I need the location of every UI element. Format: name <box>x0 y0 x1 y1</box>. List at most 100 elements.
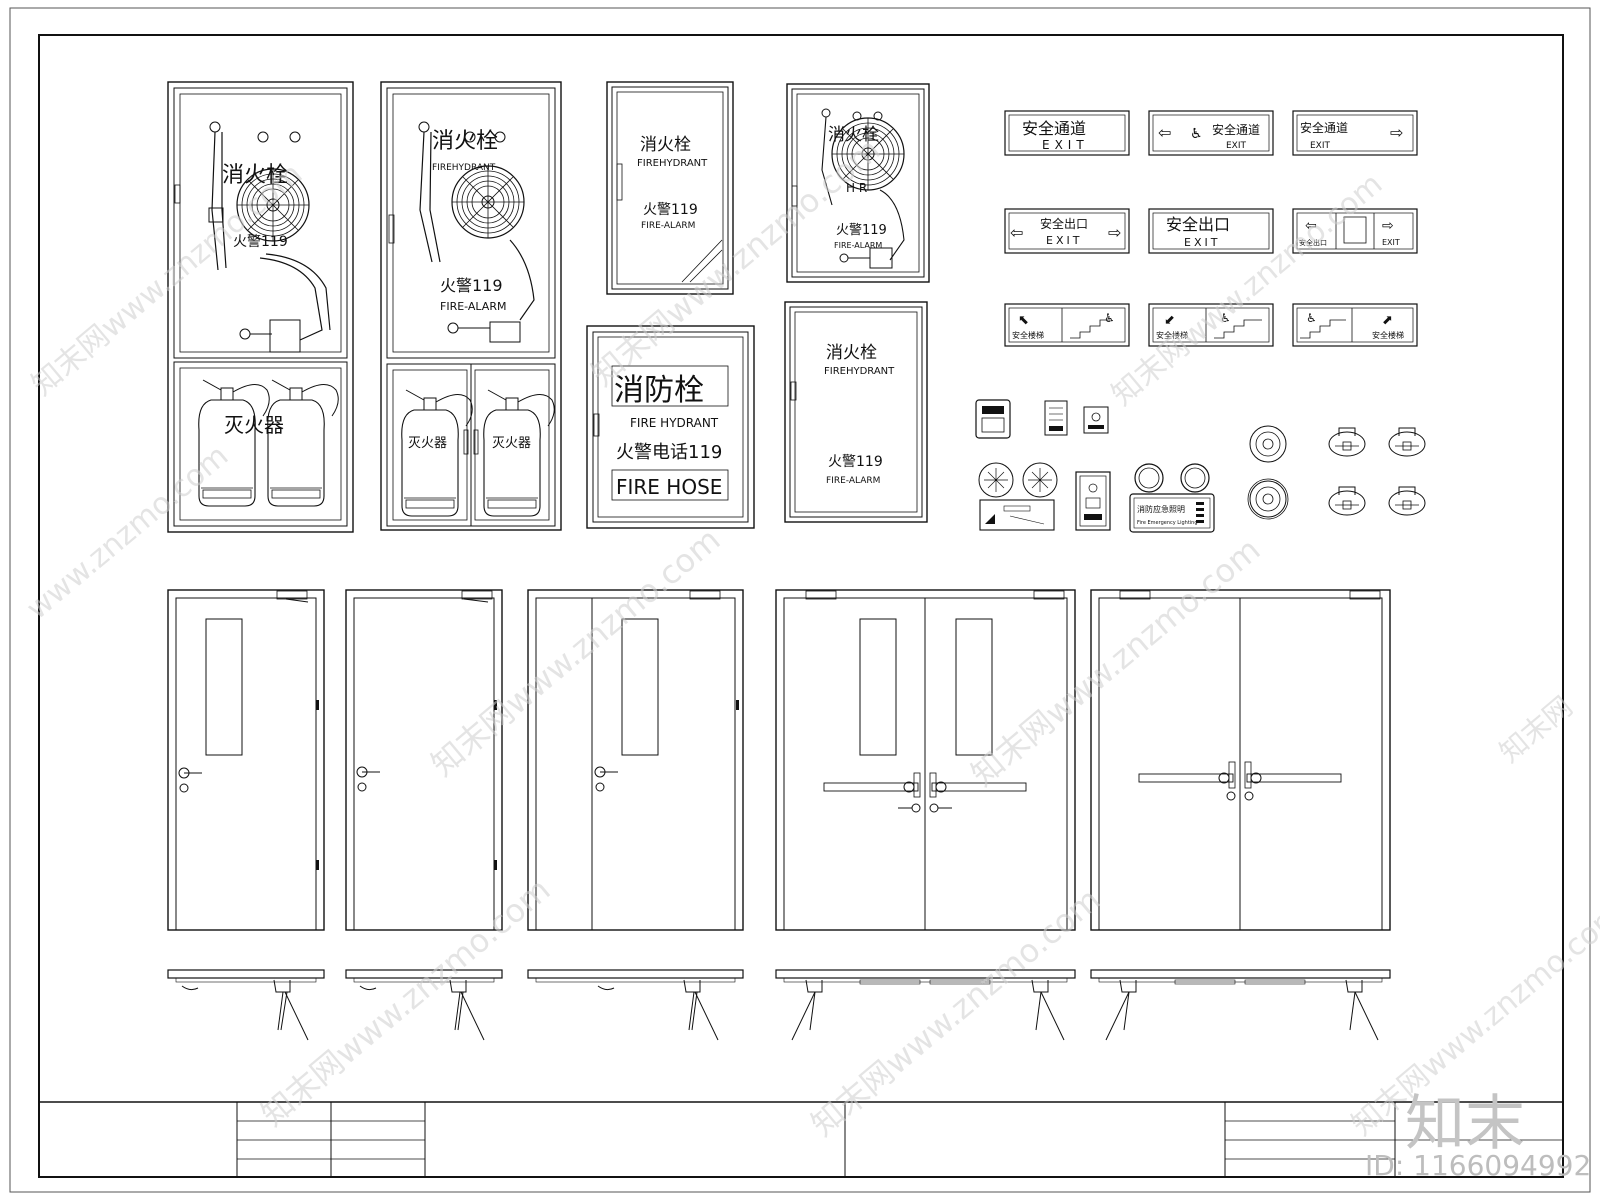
svg-text:⇨: ⇨ <box>1108 223 1121 242</box>
c5-en: FIRE HYDRANT <box>630 416 719 430</box>
door-1-single-with-vision-panel <box>167 589 325 931</box>
fire-doors <box>167 589 1391 931</box>
exit-sign-6: ⇦ 安全出口 ⇨ EXIT <box>1292 208 1418 254</box>
s2-cn: 安全通道 <box>1212 122 1260 137</box>
c3-alarm-label: 火警119 <box>643 202 698 218</box>
exit-signs: 安全通道 EXIT ⇦ ♿ 安全通道 EXIT 安全通道 EXIT ⇨ ⇦ 安全… <box>1004 110 1418 347</box>
door-plan-5 <box>1090 969 1391 1041</box>
door-4-double-with-vision-panels <box>775 589 1076 931</box>
door-5-double-plain <box>1090 589 1391 931</box>
emergency-lighting-unit: 消防应急照明 Fire Emergency Lighting <box>1129 463 1215 533</box>
svg-text:⬉: ⬉ <box>1018 313 1029 328</box>
s6-left: 安全出口 <box>1299 238 1327 247</box>
c6-alarm-en: FIRE-ALARM <box>826 476 880 486</box>
fire-button <box>1083 406 1109 434</box>
c2-hydrant-label: 消火栓 <box>432 129 498 154</box>
c4-hr-label: H R <box>846 181 867 195</box>
hydrant-cabinet-3: 消火栓 FIREHYDRANT 火警119 FIRE-ALARM <box>606 81 734 295</box>
door-2-single-plain <box>345 589 503 931</box>
hydrant-cabinet-1: 消火栓 火警119 灭火器 <box>167 81 354 533</box>
c2-alarm-label: 火警119 <box>440 276 503 295</box>
twin-head-emergency-light-1 <box>978 462 1058 531</box>
sheet-outer-border <box>9 7 1591 1193</box>
door-plans <box>167 969 1391 1041</box>
smoke-detector-1 <box>1249 425 1287 463</box>
exit-sign-9: ♿ ⬈ 安全楼梯 <box>1292 303 1418 347</box>
c1-extinguisher-label: 灭火器 <box>224 413 284 437</box>
s7-label: 安全楼梯 <box>1012 330 1044 340</box>
hydrant-cabinet-4: 消火栓 H R 火警119 FIRE-ALARM <box>786 83 930 283</box>
title-block <box>39 1101 1563 1177</box>
svg-text:⇨: ⇨ <box>1382 218 1394 234</box>
svg-text:⬋: ⬋ <box>1164 313 1175 328</box>
c2-ext-left-label: 灭火器 <box>408 436 447 451</box>
sprinkler-head-3 <box>1328 486 1366 516</box>
sprinkler-head-4 <box>1388 486 1426 516</box>
s4-cn: 安全出口 <box>1040 216 1088 231</box>
door-plan-2 <box>345 969 503 1041</box>
c5-phone: 火警电话119 <box>616 442 722 463</box>
hydrant-cabinet-2: 消火栓 FIREHYDRANT 火警119 FIRE-ALARM 灭火器 灭火器 <box>380 81 562 531</box>
svg-text:♿: ♿ <box>1220 311 1231 325</box>
image-id-text: ID: 1166094992 <box>1365 1149 1592 1182</box>
emergency-light-cn: 消防应急照明 <box>1137 504 1185 514</box>
fire-devices: 消防应急照明 Fire Emergency Lighting <box>975 399 1426 533</box>
exit-sign-4: ⇦ 安全出口 EXIT ⇨ <box>1004 208 1130 254</box>
c1-alarm-label: 火警119 <box>233 234 288 250</box>
door-3-unequal-double <box>527 589 744 931</box>
exit-light-box <box>1075 471 1111 531</box>
smoke-detector-2 <box>1249 480 1287 518</box>
hydrant-cabinet-5: 消防栓 FIRE HYDRANT 火警电话119 FIRE HOSE <box>586 325 755 529</box>
c1-hydrant-label: 消火栓 <box>222 163 288 188</box>
sprinkler-head-2 <box>1388 427 1426 457</box>
svg-text:⇦: ⇦ <box>1158 123 1171 142</box>
emergency-light-en: Fire Emergency Lighting <box>1137 520 1198 526</box>
s6-right: EXIT <box>1382 238 1400 247</box>
c2-alarm-en: FIRE-ALARM <box>440 300 506 313</box>
s9-label: 安全楼梯 <box>1372 330 1404 340</box>
svg-text:♿: ♿ <box>1306 311 1317 325</box>
c5-hose: FIRE HOSE <box>616 475 722 499</box>
svg-text:♿: ♿ <box>1190 126 1203 142</box>
door-plan-1 <box>167 969 325 1041</box>
c3-hydrant-en: FIREHYDRANT <box>637 158 708 169</box>
exit-sign-7: ⬉ 安全楼梯 ♿ <box>1004 303 1130 347</box>
c4-alarm-label: 火警119 <box>836 222 887 238</box>
exit-sign-5: 安全出口 EXIT <box>1148 208 1274 254</box>
exit-sign-2: ⇦ ♿ 安全通道 EXIT <box>1148 110 1274 156</box>
door-plan-3 <box>527 969 744 1041</box>
c6-alarm-label: 火警119 <box>828 454 883 470</box>
svg-text:⬈: ⬈ <box>1382 313 1393 328</box>
sprinkler-head-1 <box>1328 427 1366 457</box>
c6-hydrant-en: FIREHYDRANT <box>824 366 895 377</box>
exit-sign-3: 安全通道 EXIT ⇨ <box>1292 110 1418 156</box>
s3-en: EXIT <box>1310 141 1331 151</box>
c5-title: 消防栓 <box>614 373 704 408</box>
s5-en: EXIT <box>1184 236 1220 249</box>
c4-alarm-en: FIRE-ALARM <box>834 241 882 250</box>
alarm-panel-small <box>1044 400 1068 436</box>
c2-ext-right-label: 灭火器 <box>492 436 531 451</box>
exit-sign-8: ⬋ 安全楼梯 ♿ <box>1148 303 1274 347</box>
c3-alarm-en: FIRE-ALARM <box>641 221 695 231</box>
c3-hydrant-label: 消火栓 <box>640 135 691 155</box>
hydrant-cabinet-6: 消火栓 FIREHYDRANT 火警119 FIRE-ALARM <box>784 301 928 523</box>
s8-label: 安全楼梯 <box>1156 330 1188 340</box>
c2-hydrant-en: FIREHYDRANT <box>432 163 496 173</box>
s5-cn: 安全出口 <box>1166 215 1230 234</box>
exit-sign-1: 安全通道 EXIT <box>1004 110 1130 156</box>
s1-cn: 安全通道 <box>1022 119 1086 138</box>
svg-text:⇦: ⇦ <box>1010 223 1023 242</box>
svg-text:⇦: ⇦ <box>1305 218 1317 234</box>
sheet-inner-border <box>38 34 1564 1178</box>
c4-hydrant-label: 消火栓 <box>828 125 879 145</box>
svg-text:♿: ♿ <box>1104 311 1115 325</box>
s3-cn: 安全通道 <box>1300 120 1348 135</box>
manual-alarm-box <box>975 399 1011 439</box>
door-plan-4 <box>775 969 1076 1041</box>
s2-en: EXIT <box>1226 141 1247 151</box>
s1-en: EXIT <box>1042 138 1089 152</box>
c6-hydrant-label: 消火栓 <box>826 343 877 363</box>
svg-text:⇨: ⇨ <box>1390 123 1403 142</box>
